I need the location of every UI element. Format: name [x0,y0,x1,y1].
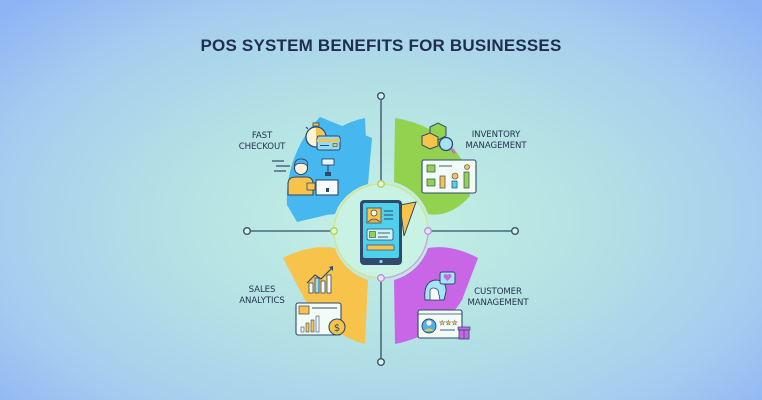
svg-text:★★★: ★★★ [439,319,458,327]
page-title: POS SYSTEM BENEFITS FOR BUSINESSES [200,36,562,55]
rating-stars-icon: ★★★ [439,319,458,327]
credit-card-icon [316,135,341,151]
boxes-icon [421,122,447,150]
customer-heart-icon [424,271,456,301]
node-bottom [377,358,386,367]
node-left [242,226,251,235]
magnifier-icon [438,136,456,154]
petal-yellow [283,247,368,344]
growth-chart-icon [306,266,333,294]
label-customer-management: CUSTOMER MANAGEMENT [467,287,529,308]
label-inventory-management: INVENTORY MANAGEMENT [465,130,527,151]
label-sales-analytics: SALES ANALYTICS [239,285,285,306]
svg-text:$: $ [334,323,340,334]
label-fast-checkout: FAST CHECKOUT [238,131,286,152]
cash-register-icon [315,158,339,196]
tablet-pos-icon [360,200,417,265]
gift-icon [457,326,471,340]
node-right [511,226,520,235]
inventory-dashboard-icon [421,159,477,194]
dollar-coin-icon: $ [328,318,346,336]
customer-profile-icon [417,309,463,339]
cashier-icon [272,158,316,196]
node-top [377,91,386,100]
